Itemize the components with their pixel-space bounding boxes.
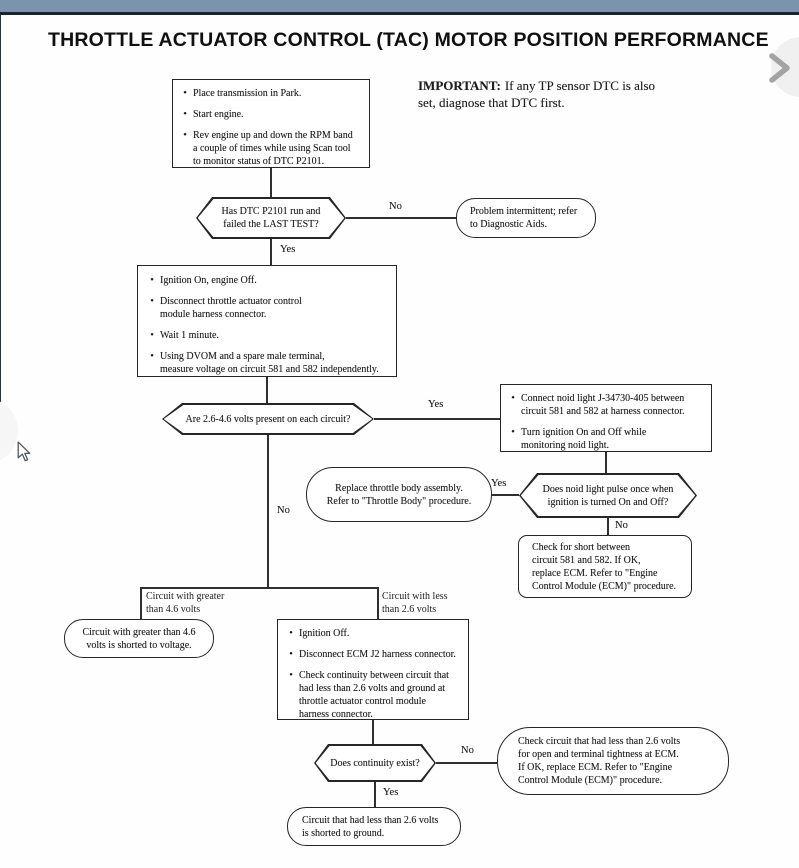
chevron-right-icon	[769, 53, 790, 83]
node-decision-continuity: Does continuity exist?	[314, 744, 436, 782]
bullet-icon: •	[150, 295, 154, 308]
step-text: Start engine.	[193, 109, 244, 121]
node-check-open-ecm: Check circuit that had less than 2.6 vol…	[497, 727, 729, 795]
node-decision-volts-present: Are 2.6-4.6 volts present on each circui…	[162, 403, 374, 435]
important-label: IMPORTANT:	[418, 78, 501, 93]
window-top-bar	[0, 0, 799, 12]
left-edge-line	[0, 15, 1, 420]
terminal-text: Problem intermittent; refer to Diagnosti…	[470, 206, 578, 230]
important-text: If any TP sensor DTC is also set, diagno…	[418, 78, 656, 110]
node-replace-throttle-body: Replace throttle body assembly. Refer to…	[306, 467, 492, 522]
connector-line	[607, 518, 609, 535]
node-step-prepare: • Place transmission in Park. • Start en…	[172, 79, 370, 168]
connector-line	[270, 168, 272, 197]
connector-line	[270, 239, 272, 265]
step-text: Disconnect throttle actuator control mod…	[160, 296, 302, 321]
edge-label-yes: Yes	[491, 478, 507, 489]
edge-label-yes: Yes	[280, 244, 296, 255]
step-text: Wait 1 minute.	[160, 330, 219, 342]
bullet-icon: •	[183, 108, 187, 121]
connector-line	[266, 377, 268, 403]
connector-line	[374, 782, 376, 807]
decision-text: Does noid light pulse once when ignition…	[542, 483, 674, 508]
branch-label-less: Circuit with less than 2.6 volts	[382, 591, 448, 615]
page-title: THROTTLE ACTUATOR CONTROL (TAC) MOTOR PO…	[48, 29, 769, 51]
connector-line	[372, 720, 374, 744]
bullet-icon: •	[289, 669, 293, 682]
hexagon-fill	[164, 405, 373, 434]
node-step-noid-light: • Connect noid light J-34730-405 between…	[500, 384, 712, 452]
decision-text: Are 2.6-4.6 volts present on each circui…	[185, 413, 351, 425]
node-step-measure-voltage: • Ignition On, engine Off. • Disconnect …	[137, 265, 397, 377]
action-text: Check for short between circuit 581 and …	[532, 541, 677, 592]
connector-line	[492, 494, 519, 496]
node-step-check-continuity: • Ignition Off. • Disconnect ECM J2 harn…	[277, 619, 469, 720]
terminal-text: Check circuit that had less than 2.6 vol…	[518, 736, 681, 786]
node-decision-dtc-run: Has DTC P2101 run and failed the LAST TE…	[196, 197, 346, 239]
terminal-text: Replace throttle body assembly. Refer to…	[326, 482, 472, 507]
connector-line	[374, 418, 500, 420]
hexagon-fill	[316, 746, 435, 781]
important-note: IMPORTANT:If any TP sensor DTC is also s…	[418, 78, 668, 111]
prev-page-button[interactable]	[0, 398, 18, 464]
connector-line	[140, 587, 379, 589]
bullet-icon: •	[511, 426, 515, 438]
decision-text: Does continuity exist?	[330, 757, 420, 769]
bullet-icon: •	[150, 329, 154, 342]
step-text: Turn ignition On and Off while monitorin…	[521, 427, 647, 451]
connector-line	[377, 587, 379, 619]
branch-label-greater: Circuit with greater than 4.6 volts	[146, 591, 225, 615]
edge-label-no: No	[615, 520, 628, 531]
mouse-cursor	[17, 441, 31, 462]
header-divider	[0, 12, 799, 15]
hexagon-fill	[521, 475, 696, 517]
step-text: Disconnect ECM J2 harness connector.	[299, 649, 456, 661]
bullet-icon: •	[150, 350, 154, 363]
node-shorted-to-ground: Circuit that had less than 2.6 volts is …	[287, 807, 461, 846]
bullet-icon: •	[511, 392, 515, 404]
step-text: Using DVOM and a spare male terminal, me…	[160, 351, 379, 376]
node-check-short: Check for short between circuit 581 and …	[518, 535, 692, 598]
step-text: Place transmission in Park.	[193, 88, 302, 99]
step-text: Check continuity between circuit that ha…	[299, 670, 449, 721]
terminal-text: Circuit that had less than 2.6 volts is …	[302, 814, 439, 839]
connector-line	[267, 435, 269, 588]
edge-label-no: No	[461, 745, 474, 756]
edge-label-no: No	[277, 505, 290, 516]
connector-line	[140, 587, 142, 619]
edge-label-yes: Yes	[383, 787, 399, 798]
step-text: Rev engine up and down the RPM band a co…	[193, 130, 353, 168]
decision-text: Has DTC P2101 run and failed the LAST TE…	[221, 206, 321, 230]
node-shorted-to-voltage: Circuit with greater than 4.6 volts is s…	[64, 619, 214, 658]
step-text: Ignition Off.	[299, 628, 350, 639]
bullet-icon: •	[289, 648, 293, 661]
terminal-text: Circuit with greater than 4.6 volts is s…	[82, 626, 196, 651]
step-text: Connect noid light J-34730-405 between c…	[521, 393, 685, 417]
bullet-icon: •	[289, 627, 293, 639]
bullet-icon: •	[183, 129, 187, 142]
connector-line	[605, 452, 607, 473]
bullet-icon: •	[183, 87, 187, 99]
edge-label-yes: Yes	[428, 399, 444, 410]
connector-line	[346, 217, 456, 219]
connector-line	[436, 762, 497, 764]
node-decision-noid-pulse: Does noid light pulse once when ignition…	[519, 473, 697, 518]
bullet-icon: •	[150, 274, 154, 286]
edge-label-no: No	[389, 201, 402, 212]
hexagon-fill	[198, 199, 345, 238]
step-text: Ignition On, engine Off.	[160, 275, 257, 286]
node-problem-intermittent: Problem intermittent; refer to Diagnosti…	[456, 198, 596, 238]
